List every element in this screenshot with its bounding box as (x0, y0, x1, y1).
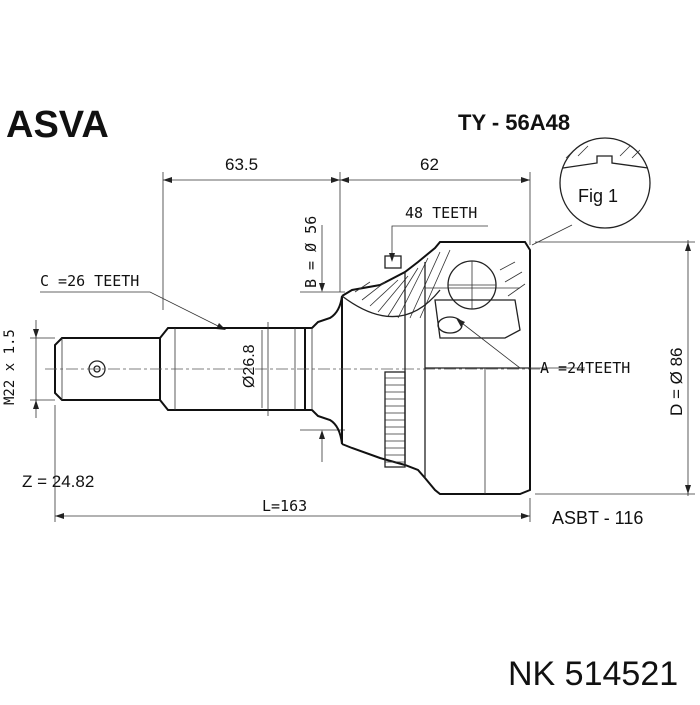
b-diameter-label: B = Ø 56 (302, 216, 320, 288)
arrow (521, 513, 530, 519)
arrow (331, 177, 340, 183)
cage-hatch (499, 261, 526, 297)
dim-63-5: 63.5 (225, 155, 258, 174)
a-teeth-leader (457, 319, 585, 369)
c-teeth-label: C =26 TEETH (40, 272, 139, 290)
outer-teeth-leader (391, 225, 488, 258)
arrow (319, 283, 325, 292)
part-code: TY - 56A48 (458, 110, 570, 135)
arrow (163, 177, 172, 183)
thread-label: M22 x 1.5 (2, 329, 18, 405)
outer-housing (341, 241, 531, 495)
shaft-diameter-label: Ø26.8 (241, 344, 258, 388)
d-diameter-label: D = Ø 86 (667, 347, 686, 416)
abs-ring-teeth (385, 377, 405, 463)
arrow (521, 177, 530, 183)
housing-inner-curve (341, 289, 441, 318)
abs-ring (384, 371, 406, 468)
top-dimensions (162, 172, 531, 310)
brand-title: ASVA (6, 104, 109, 146)
length-label: L=163 (262, 497, 307, 515)
fig1-hatch (565, 145, 641, 159)
fig1-tooth-profile (562, 155, 649, 169)
arrow (456, 318, 465, 327)
outer-teeth-label: 48 TEETH (405, 204, 477, 222)
c-teeth-leader (40, 291, 223, 329)
z-value: Z = 24.82 (22, 472, 94, 491)
arrow (340, 177, 349, 183)
arrow (33, 329, 39, 338)
asbt-label: ASBT - 116 (552, 508, 643, 528)
dim-62: 62 (420, 155, 439, 174)
arrow (389, 253, 395, 262)
a-teeth-label: A =24TEETH (540, 359, 630, 377)
arrow (685, 242, 691, 251)
arrow (33, 400, 39, 409)
shaft (45, 295, 548, 445)
fig1-label: Fig 1 (578, 186, 618, 206)
nk-code: NK 514521 (508, 655, 678, 693)
cage (434, 299, 521, 339)
arrow (55, 513, 64, 519)
fig1-circle (559, 137, 651, 229)
arrow (685, 485, 691, 494)
shaft-neck (305, 295, 343, 445)
arrow (319, 430, 325, 439)
housing-nub (384, 255, 402, 269)
